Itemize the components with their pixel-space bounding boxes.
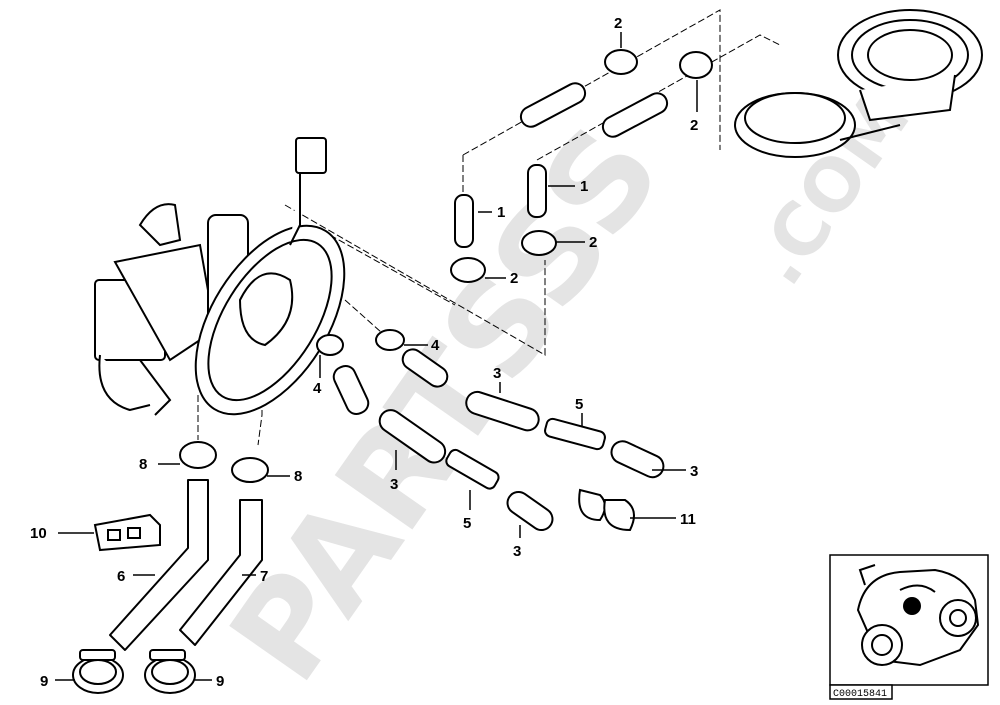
motorcycle-thumbnail: C00015841 — [829, 554, 989, 700]
hose-holder — [578, 488, 635, 532]
location-marker-icon — [903, 597, 921, 615]
hose-clips — [72, 649, 196, 694]
callout-5-b: 5 — [463, 515, 471, 532]
clamps — [179, 49, 713, 483]
connectors — [445, 417, 606, 490]
callout-11: 11 — [680, 511, 696, 528]
reference-code: C00015841 — [833, 689, 887, 700]
callout-8-b: 8 — [294, 468, 302, 485]
leader-lines — [55, 32, 698, 681]
callout-3-a: 3 — [493, 365, 501, 382]
callout-4-b: 4 — [313, 380, 322, 397]
callout-2-b: 2 — [690, 117, 698, 134]
callout-2-a: 2 — [614, 15, 622, 32]
callouts: 2 2 1 1 2 2 4 4 3 3 3 3 5 5 11 8 8 10 6 … — [30, 15, 698, 690]
callout-6: 6 — [117, 568, 125, 585]
callout-3-b: 3 — [390, 476, 398, 493]
callout-3-d: 3 — [513, 543, 521, 560]
watermark-brand: PARTSSS — [201, 100, 690, 705]
callout-9-a: 9 — [40, 673, 48, 690]
callout-2-c: 2 — [589, 234, 597, 251]
callout-4-a: 4 — [431, 337, 440, 354]
callout-7: 7 — [260, 568, 268, 585]
callout-10: 10 — [30, 525, 47, 542]
callout-5-a: 5 — [575, 396, 583, 413]
fuel-filler-cap — [734, 9, 983, 158]
callout-2-d: 2 — [510, 270, 518, 287]
callout-1-b: 1 — [497, 204, 505, 221]
fuel-pump-assembly — [94, 137, 346, 416]
callout-9-b: 9 — [216, 673, 224, 690]
callout-8-a: 8 — [139, 456, 147, 473]
hoses — [109, 82, 669, 651]
callout-3-c: 3 — [690, 463, 698, 480]
callout-1-a: 1 — [580, 178, 588, 195]
cable-clip — [93, 513, 161, 552]
